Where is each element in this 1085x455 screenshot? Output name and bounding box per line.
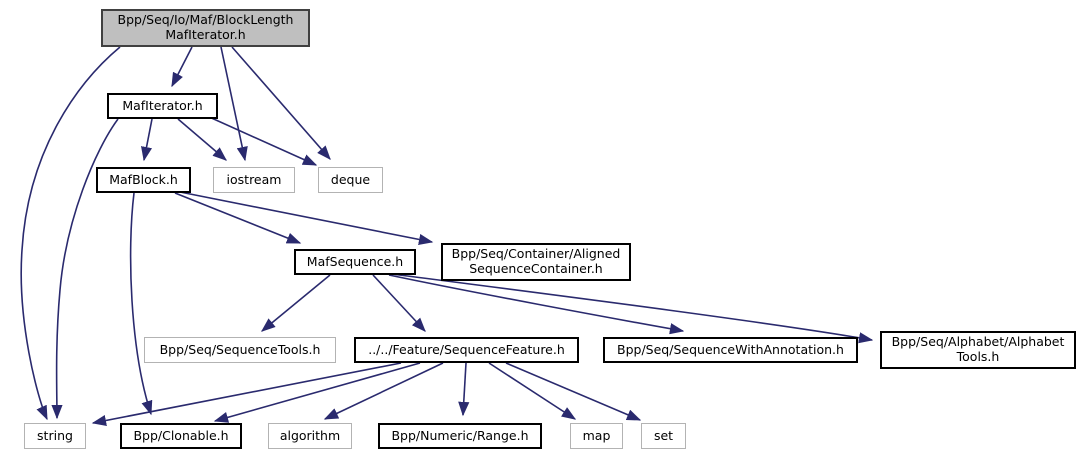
graph-node-label: Bpp/Seq/SequenceTools.h	[159, 341, 321, 357]
graph-node-label: string	[37, 427, 73, 443]
graph-edge-mafblock-to-mafsequence	[174, 192, 302, 244]
graph-edge-sequencefeature-to-set	[505, 362, 642, 421]
graph-edge-mafsequence-to-sequencetools	[261, 274, 331, 332]
graph-edge-sequencefeature-to-string	[91, 362, 402, 426]
graph-node-iostream[interactable]: iostream	[213, 167, 295, 193]
graph-node-root[interactable]: Bpp/Seq/Io/Maf/BlockLength MafIterator.h	[101, 9, 310, 47]
graph-node-alphabettools[interactable]: Bpp/Seq/Alphabet/Alphabet Tools.h	[880, 331, 1076, 369]
graph-node-label: Bpp/Clonable.h	[133, 427, 229, 443]
graph-node-string[interactable]: string	[24, 423, 86, 449]
graph-edge-sequencefeature-to-range	[458, 362, 470, 417]
graph-node-mafblock[interactable]: MafBlock.h	[96, 167, 191, 193]
graph-edge-mafiterator-to-mafblock	[141, 118, 153, 162]
graph-node-label: Bpp/Seq/Container/Aligned SequenceContai…	[451, 246, 621, 276]
graph-node-mafiterator[interactable]: MafIterator.h	[107, 93, 218, 119]
graph-node-label: algorithm	[279, 427, 341, 443]
graph-node-sequencefeature[interactable]: ../../Feature/SequenceFeature.h	[354, 337, 579, 363]
graph-node-label: map	[582, 427, 611, 443]
graph-node-label: MafSequence.h	[306, 253, 404, 269]
graph-node-label: ../../Feature/SequenceFeature.h	[368, 341, 565, 357]
graph-edge-mafsequence-to-sequencefeature	[372, 274, 426, 332]
graph-node-label: deque	[330, 171, 371, 187]
graph-edge-root-to-iostream	[220, 46, 248, 162]
graph-edge-mafiterator-to-deque	[206, 115, 318, 166]
graph-edge-sequencefeature-to-algorithm	[323, 362, 444, 420]
graph-node-label: MafBlock.h	[109, 171, 178, 187]
graph-node-range[interactable]: Bpp/Numeric/Range.h	[378, 423, 542, 449]
graph-edge-mafsequence-to-sequencewithannotation	[388, 274, 685, 335]
graph-node-algorithm[interactable]: algorithm	[268, 423, 352, 449]
graph-node-deque[interactable]: deque	[318, 167, 383, 193]
graph-node-label: Bpp/Seq/Alphabet/Alphabet Tools.h	[891, 334, 1065, 364]
graph-edge-sequencefeature-to-map	[488, 362, 577, 420]
graph-edge-mafsequence-to-alphabettools	[391, 273, 874, 344]
graph-node-sequencetools[interactable]: Bpp/Seq/SequenceTools.h	[144, 337, 336, 363]
graph-node-sequencewithannotation[interactable]: Bpp/Seq/SequenceWithAnnotation.h	[603, 337, 858, 363]
graph-node-map[interactable]: map	[570, 423, 623, 449]
graph-edge-root-to-mafiterator	[171, 46, 193, 88]
graph-node-alignedseqcontainer[interactable]: Bpp/Seq/Container/Aligned SequenceContai…	[441, 243, 631, 281]
graph-edge-root-to-string	[20, 46, 121, 421]
graph-node-label: Bpp/Seq/SequenceWithAnnotation.h	[617, 341, 844, 357]
graph-node-label: Bpp/Numeric/Range.h	[391, 427, 529, 443]
graph-node-label: MafIterator.h	[122, 97, 203, 113]
graph-edge-mafblock-to-alignedseqcontainer	[179, 191, 434, 245]
graph-node-mafsequence[interactable]: MafSequence.h	[294, 249, 416, 275]
graph-node-set[interactable]: set	[641, 423, 686, 449]
graph-edge-mafblock-to-clonable	[129, 192, 153, 416]
graph-edge-sequencefeature-to-clonable	[213, 362, 421, 423]
graph-node-label: iostream	[226, 171, 282, 187]
graph-edge-root-to-deque	[231, 46, 331, 160]
graph-edge-mafiterator-to-string	[51, 118, 119, 420]
graph-node-clonable[interactable]: Bpp/Clonable.h	[120, 423, 242, 449]
graph-node-label: set	[653, 427, 674, 443]
graph-edge-mafiterator-to-iostream	[177, 118, 227, 161]
graph-node-label: Bpp/Seq/Io/Maf/BlockLength MafIterator.h	[117, 12, 294, 42]
